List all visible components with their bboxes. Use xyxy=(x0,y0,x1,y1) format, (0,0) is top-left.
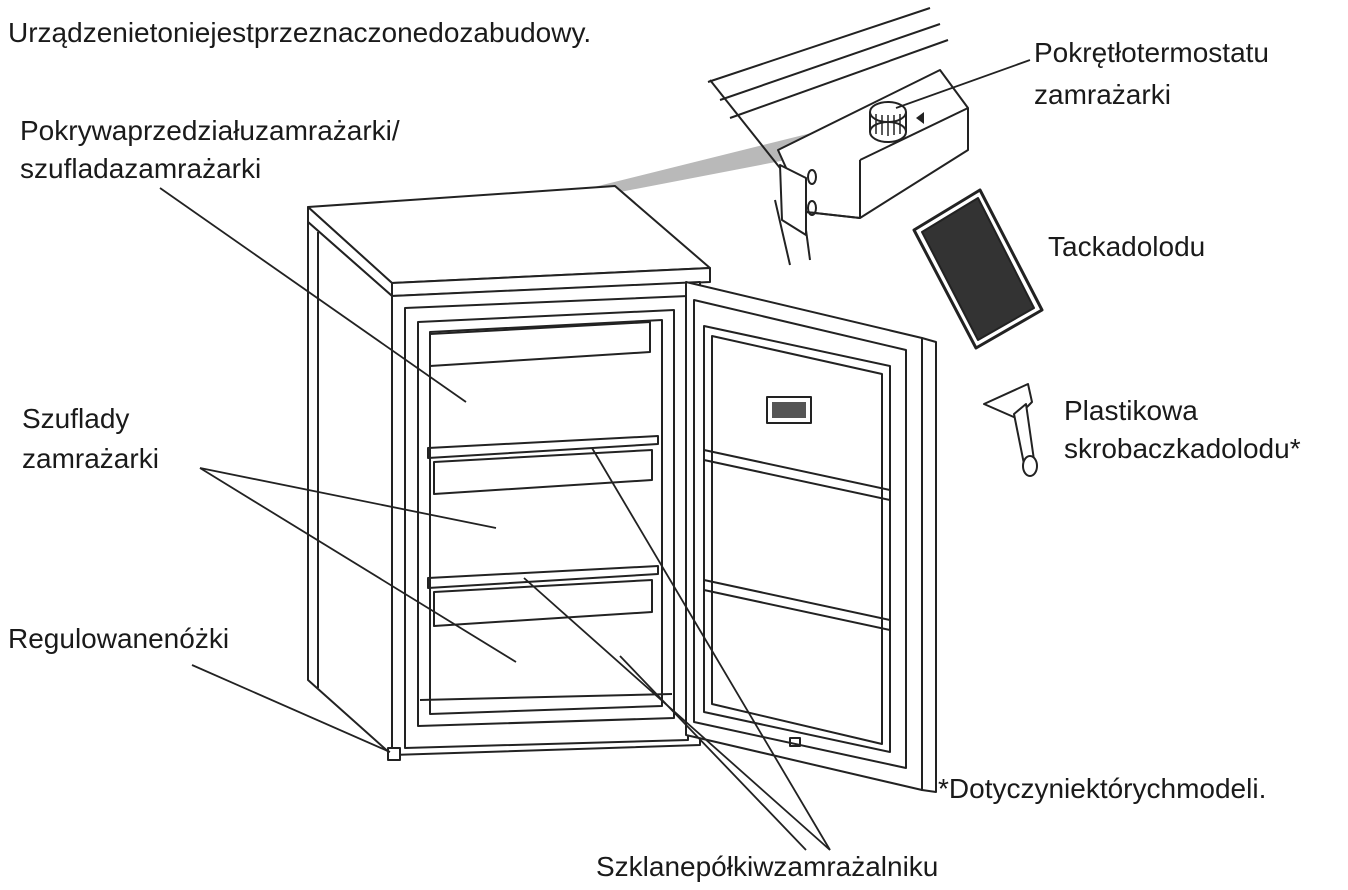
freezer-door xyxy=(685,281,937,793)
label-thermostat-line2: zamrażarki xyxy=(1034,79,1171,110)
ice-tray xyxy=(912,188,1044,350)
leader-lines xyxy=(159,59,1031,851)
label-feet: Regulowanenóżki xyxy=(8,623,230,654)
footnote: *Dotyczyniektórychmodeli. xyxy=(938,773,1267,804)
label-scraper-line2: skrobaczkadolodu* xyxy=(1064,433,1301,464)
label-shelves: Szklanepółkiwzamrażalniku xyxy=(596,851,939,882)
freezer-drawer-1 xyxy=(429,321,651,367)
interior-liner xyxy=(417,309,675,727)
header-note: Urządzenietoniejestprzeznaczonedozabudow… xyxy=(8,17,592,48)
freezer-cabinet xyxy=(307,185,711,761)
label-lid-line1: Pokrywaprzedziałuzamrażarki/ xyxy=(20,115,400,146)
label-ice-tray: Tackadolodu xyxy=(1048,231,1206,262)
cabinet-front xyxy=(391,281,701,756)
ice-scraper xyxy=(983,383,1038,477)
cabinet-side xyxy=(307,221,393,756)
thermostat-inset xyxy=(707,7,969,266)
label-thermostat-line1: Pokrętłotermostatu xyxy=(1034,37,1269,68)
thermostat-knob xyxy=(869,101,907,143)
label-lid-line2: szufladazamrażarki xyxy=(20,153,262,184)
freezer-drawer-3 xyxy=(433,579,653,627)
label-drawers-line1: Szuflady xyxy=(22,403,130,434)
label-scraper-line1: Plastikowa xyxy=(1064,395,1198,426)
label-drawers-line2: zamrażarki xyxy=(22,443,159,474)
glass-shelf-1 xyxy=(427,435,659,459)
adjustable-foot xyxy=(387,747,401,761)
freezer-drawer-2 xyxy=(433,449,653,495)
glass-shelf-2 xyxy=(427,565,659,589)
